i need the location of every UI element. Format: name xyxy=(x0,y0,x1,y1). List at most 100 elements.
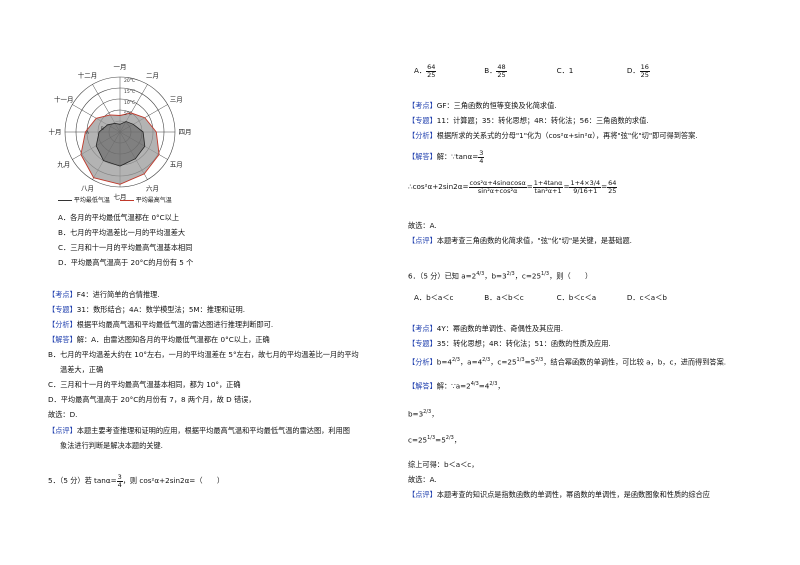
r-step-f1-num: cos²α+4sinαcosα xyxy=(468,179,527,188)
q5-option-d-label: D． xyxy=(626,66,640,75)
radar-month-label: 九月 xyxy=(57,160,70,169)
r-fenxi2-mid3: =5 xyxy=(524,357,536,367)
r-kaodian-line: 【考点】GF：三角函数的恒等变换及化简求值. xyxy=(408,102,557,109)
q6-post: ，则（ ） xyxy=(549,271,593,281)
r-guxuan2: 故选：A. xyxy=(408,475,437,484)
jieda-choice: 故选：D. xyxy=(48,410,78,419)
q5-option-b-den: 25 xyxy=(497,70,506,79)
q5-option-a-den: 25 xyxy=(427,70,436,79)
dianping-line: 【点评】本题主要考查推理和证明的应用，根据平均最高气温和平均最低气温的雷达图，利… xyxy=(48,427,350,434)
q5-option-b-num: 48 xyxy=(496,63,507,72)
r-jieda2-b-text: b=3 xyxy=(408,409,424,419)
r-zhuanti2-tag: 【专题】 xyxy=(408,339,437,348)
q5-num: 3 xyxy=(116,473,123,482)
fenxi-line: 【分析】根据平均最高气温和平均最低气温的雷达图进行推理判断即可. xyxy=(48,321,273,328)
dianping-text: 本题主要考查推理和证明的应用，根据平均最高气温和平均最低气温的雷达图，利用图 xyxy=(76,426,350,435)
q6-option-a: A．b＜a＜c xyxy=(414,293,454,302)
q5-option-a-num: 64 xyxy=(426,63,437,72)
r-dianping-tag: 【点评】 xyxy=(408,236,437,245)
radar-low-series xyxy=(95,121,146,167)
r-step-result-den: 25 xyxy=(608,186,617,195)
q5-den: 4 xyxy=(117,480,122,489)
r-zhuanti-tag: 【专题】 xyxy=(408,116,437,125)
r-dianping2-line: 【点评】本题考查的知识点是指数函数的单调性，幂函数的单调性，是函数图象和性质的综… xyxy=(408,491,710,498)
radar-ring-label: 15°C xyxy=(124,89,135,95)
r-fenxi2-tag: 【分析】 xyxy=(408,357,437,367)
legend-low-label: 平均最低气温 xyxy=(73,197,110,204)
r-jieda2-line: 【解答】解：∵a=24/3=42/3， xyxy=(408,381,505,391)
r-jieda2-c-text: c=25 xyxy=(408,435,428,445)
dianping-tag: 【点评】 xyxy=(48,426,77,435)
option-b: B．七月的平均温差比一月的平均温差大 xyxy=(58,228,186,237)
q5-option-a-label: A． xyxy=(414,66,427,75)
r-fenxi2-pre: b=4 xyxy=(436,357,452,367)
r-zhuanti-line: 【专题】11：计算题；35：转化思想；4R：转化法；56：三角函数的求值. xyxy=(408,117,649,124)
q6-option-b: B．a＜b＜c xyxy=(484,293,524,302)
r-step-f3-den: 9/16+1 xyxy=(573,186,598,195)
zhuanti-line: 【专题】31：数形结合；4A：数学模型法；5M：推理和证明. xyxy=(48,306,245,313)
r-eq-2: = xyxy=(563,182,570,191)
option-c: C．三月和十一月的平均最高气温基本相同 xyxy=(58,243,193,252)
r-kaodian2-line: 【考点】4Y：幂函数的单调性、奇偶性及其应用. xyxy=(408,325,563,332)
option-d: D．平均最高气温高于 20°C的月份有 5 个 xyxy=(58,258,194,267)
r-dianping2-text: 本题考查的知识点是指数函数的单调性，幂函数的单调性，是函数图象和性质的综合应 xyxy=(436,490,710,499)
r-jieda-pre: 解：∵tanα= xyxy=(436,152,479,161)
dianping-cont: 象法进行判断是解决本题的关键. xyxy=(60,441,163,450)
radar-month-label: 十一月 xyxy=(54,95,73,104)
radar-month-label: 三月 xyxy=(170,96,183,104)
r-fenxi-tag: 【分析】 xyxy=(408,131,437,140)
q5-option-d-num: 16 xyxy=(639,63,650,72)
radar-mark-a: A xyxy=(86,130,90,136)
q5-option-c: C．1 xyxy=(556,66,574,75)
radar-mark-b: B xyxy=(101,126,104,132)
r-jieda-tag: 【解答】 xyxy=(408,152,437,161)
r-guxuan: 故选：A. xyxy=(408,221,437,230)
r-jieda2-c2: =5 xyxy=(435,435,446,445)
jieda-line: 【解答】解：A．由雷达图知各月的平均最低气温都在 0°C以上，正确 xyxy=(48,336,270,343)
r-fenxi-line: 【分析】根据所求的关系式的分母"1"化为（cos²α+sin²α），再将"弦"化… xyxy=(408,132,698,139)
r-kaodian-text: GF：三角函数的恒等变换及化简求值. xyxy=(436,101,557,110)
r-jieda2-a2: =4 xyxy=(478,381,490,391)
jieda-c: C．三月和十一月的平均最高气温基本相同，都为 10°，正确 xyxy=(48,380,241,389)
fenxi-text: 根据平均最高气温和平均最低气温的雷达图进行推理判断即可. xyxy=(76,320,274,329)
fenxi-tag: 【分析】 xyxy=(48,320,77,329)
radar-month-label: 四月 xyxy=(179,128,192,136)
zhuanti-tag: 【专题】 xyxy=(48,305,77,314)
jieda-d: D．平均最高气温高于 20°C的月份有 7，8 两个月，故 D 错误， xyxy=(48,395,256,404)
kaodian-line: 【考点】F4：进行简单的合情推理. xyxy=(48,291,160,298)
r-step-f1-den: sin²α+cos²α xyxy=(477,186,518,195)
r-fenxi2-mid: ，a=4 xyxy=(459,357,483,367)
radar-ring-label: 10°C xyxy=(124,100,135,106)
radar-month-label: 二月 xyxy=(146,72,159,80)
r-kaodian-tag: 【考点】 xyxy=(408,101,437,110)
radar-month-label: 十月 xyxy=(49,127,62,136)
radar-month-label: 六月 xyxy=(146,183,159,192)
r-jieda2-b: b=32/3， xyxy=(408,409,439,419)
jieda-b: B．七月的平均温差大约在 10°左右，一月的平均温差在 5°左右，故七月的平均温… xyxy=(48,350,359,359)
r-step-f2-num: 1+4tanα xyxy=(532,179,564,188)
r-tan-den: 4 xyxy=(479,156,484,165)
q5-option-d-den: 25 xyxy=(640,70,649,79)
r-zhuanti2-line: 【专题】35：转化思想；4R：转化法；51：函数的性质及应用. xyxy=(408,340,611,347)
q6-pre: 6．（5 分）已知 a= xyxy=(408,271,472,281)
jieda-b-cont: 温差大，正确 xyxy=(60,365,104,374)
r-zhuanti-text: 11：计算题；35：转化思想；4R：转化法；56：三角函数的求值. xyxy=(436,116,649,125)
radar-ring-label: 5°C xyxy=(124,111,132,117)
legend-low-line xyxy=(58,200,72,201)
r-dianping2-tag: 【点评】 xyxy=(408,490,437,499)
question-6: 6．（5 分）已知 a=24/3，b=32/3，c=251/3，则（ ） xyxy=(408,271,593,281)
r-step-pre: ∴cos²α+2sin2α= xyxy=(408,182,469,191)
r-jieda2-c: c=251/3=52/3， xyxy=(408,435,462,445)
